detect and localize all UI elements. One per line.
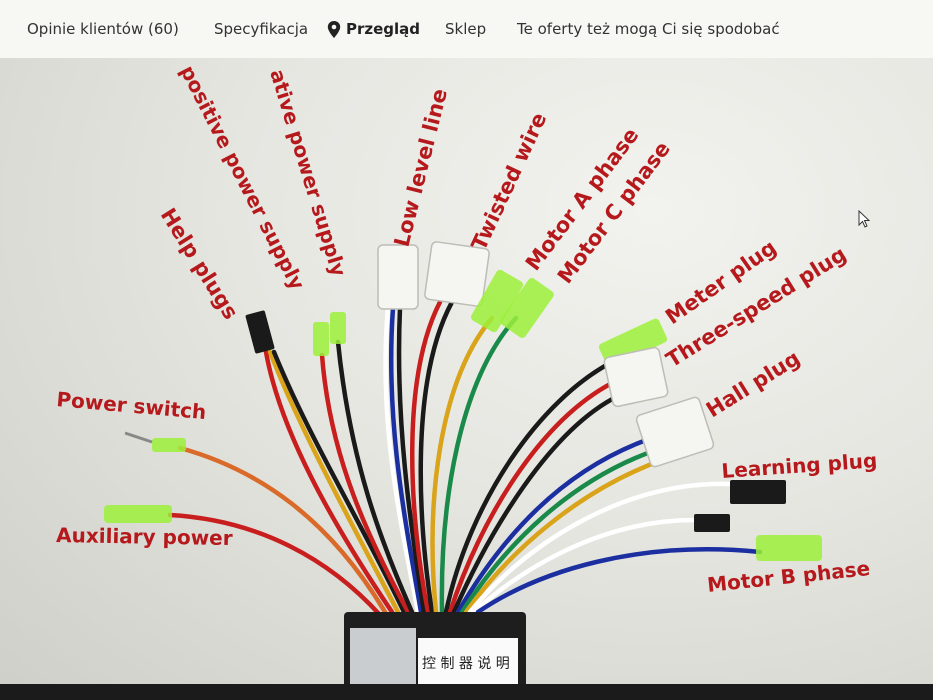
low-level-wire-blue <box>388 305 424 615</box>
twisted-wire-connector <box>424 241 490 307</box>
tab-specification[interactable]: Specyfikacja <box>214 20 309 38</box>
help-plug-wire-red <box>263 349 395 615</box>
controller-sticker-text: 控 制 器 说 明 <box>422 656 510 672</box>
low-level-wire-black <box>396 305 427 615</box>
controller-sticker <box>418 638 518 684</box>
learning-wire-white-2 <box>471 517 698 615</box>
motor-b-phase-wire <box>475 547 763 615</box>
help-plug-connector <box>245 310 275 354</box>
motor-b-phase-connector <box>756 535 822 561</box>
label-help-plugs: Help plugs <box>156 204 243 324</box>
auxiliary-power-connector <box>104 505 172 523</box>
hall-wire-blue <box>455 435 655 615</box>
motor-a-phase-wire <box>430 315 495 615</box>
label-hall-plug: Hall plug <box>702 346 804 422</box>
help-plug-wire-yellow <box>267 349 401 615</box>
label-twisted-wire: Twisted wire <box>467 109 552 254</box>
three-speed-plug-connector <box>603 346 669 408</box>
positive-power-wire-red <box>319 352 411 615</box>
os-taskbar <box>0 684 933 700</box>
twisted-wire-black <box>418 299 455 615</box>
power-switch-connector <box>152 438 186 452</box>
learning-plug-connector-2 <box>694 514 730 532</box>
tab-overview[interactable]: Przegląd <box>346 20 421 38</box>
low-level-line-connector <box>377 244 419 310</box>
three-speed-wire-red <box>447 379 617 615</box>
motor-c-phase-connector <box>500 278 554 338</box>
hall-plug-connector <box>635 396 715 468</box>
label-learning-plug: Learning plug <box>721 448 878 483</box>
label-low-level-line: Low level line <box>390 86 452 249</box>
tab-reviews[interactable]: Opinie klientów (60) <box>27 20 179 38</box>
tab-shop[interactable]: Sklep <box>445 20 487 38</box>
learning-plug-connector <box>730 480 786 504</box>
connectors <box>104 241 822 561</box>
label-auxiliary-power: Auxiliary power <box>56 523 233 550</box>
motor-c-phase-wire <box>439 315 519 615</box>
hall-wire-yellow <box>463 457 665 615</box>
wiring-diagram: 控 制 器 说 明 positive power supply ative po… <box>56 61 878 692</box>
auxiliary-power-wire <box>167 512 383 618</box>
mouse-cursor-icon <box>858 210 870 228</box>
controller-heatsink <box>350 628 416 688</box>
three-speed-wire-black <box>451 393 621 615</box>
twisted-wire-red <box>410 299 443 615</box>
positive-power-connector-1 <box>313 322 329 356</box>
positive-power-wire-black <box>335 339 415 615</box>
motor-a-phase-connector <box>470 269 524 333</box>
low-level-wire-white <box>383 305 421 615</box>
positive-power-connector-2 <box>330 312 346 344</box>
label-motor-b-phase: Motor B phase <box>706 556 871 597</box>
learning-wire-white <box>467 481 733 615</box>
location-pin-icon <box>327 21 341 38</box>
tab-related-offers[interactable]: Te oferty też mogą Ci się spodobać <box>517 20 780 38</box>
hall-wire-green <box>459 447 659 615</box>
meter-wire-black <box>443 359 615 615</box>
help-plug-wire-black <box>271 349 407 615</box>
power-switch-wire <box>177 445 388 615</box>
power-switch-pin <box>124 431 153 444</box>
product-tabs-bar: Opinie klientów (60) Specyfikacja Przegl… <box>0 0 933 58</box>
label-power-switch: Power switch <box>56 387 208 424</box>
